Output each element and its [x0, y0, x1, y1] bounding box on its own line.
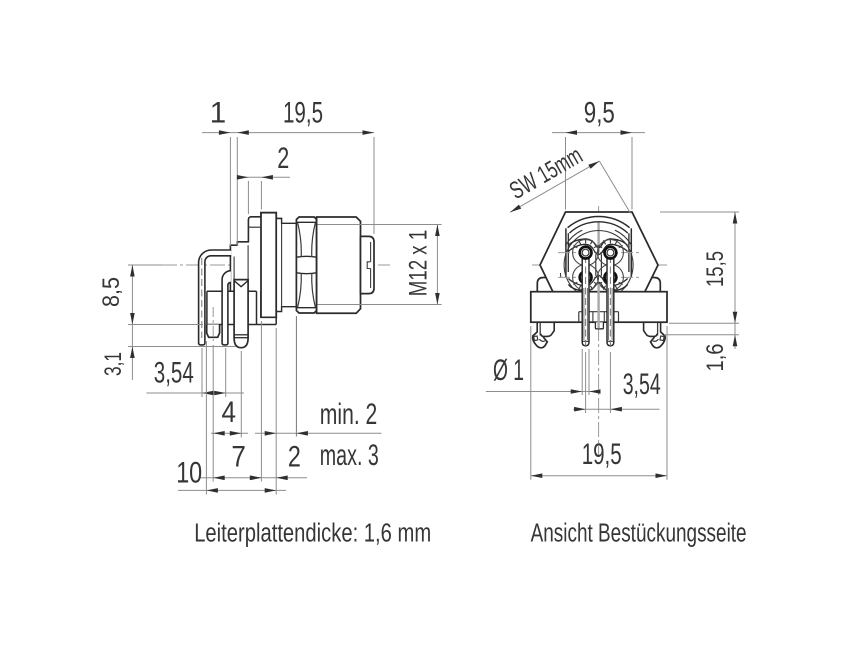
svg-text:3,1: 3,1	[100, 352, 127, 376]
svg-text:2: 2	[277, 142, 289, 175]
svg-text:9,5: 9,5	[584, 97, 615, 130]
svg-text:Ansicht Bestückungsseite: Ansicht Bestückungsseite	[531, 520, 747, 548]
svg-text:max. 3: max. 3	[320, 439, 379, 472]
svg-text:3,54: 3,54	[623, 368, 661, 401]
svg-text:8,5: 8,5	[98, 277, 125, 307]
svg-text:15,5: 15,5	[702, 251, 729, 287]
svg-text:7: 7	[231, 440, 246, 473]
svg-text:Ø 1: Ø 1	[493, 354, 524, 387]
svg-text:min. 2: min. 2	[320, 398, 378, 431]
svg-text:10: 10	[176, 457, 202, 490]
svg-text:M12 x 1: M12 x 1	[405, 230, 433, 297]
svg-text:3,54: 3,54	[154, 357, 194, 390]
svg-text:19,5: 19,5	[582, 438, 622, 471]
svg-text:2: 2	[288, 440, 301, 473]
svg-text:19,5: 19,5	[283, 97, 323, 130]
svg-text:1: 1	[210, 97, 226, 130]
svg-text:1,6: 1,6	[702, 344, 729, 372]
svg-text:Leiterplattendicke: 1,6 mm: Leiterplattendicke: 1,6 mm	[194, 520, 431, 548]
svg-text:4: 4	[222, 396, 237, 429]
